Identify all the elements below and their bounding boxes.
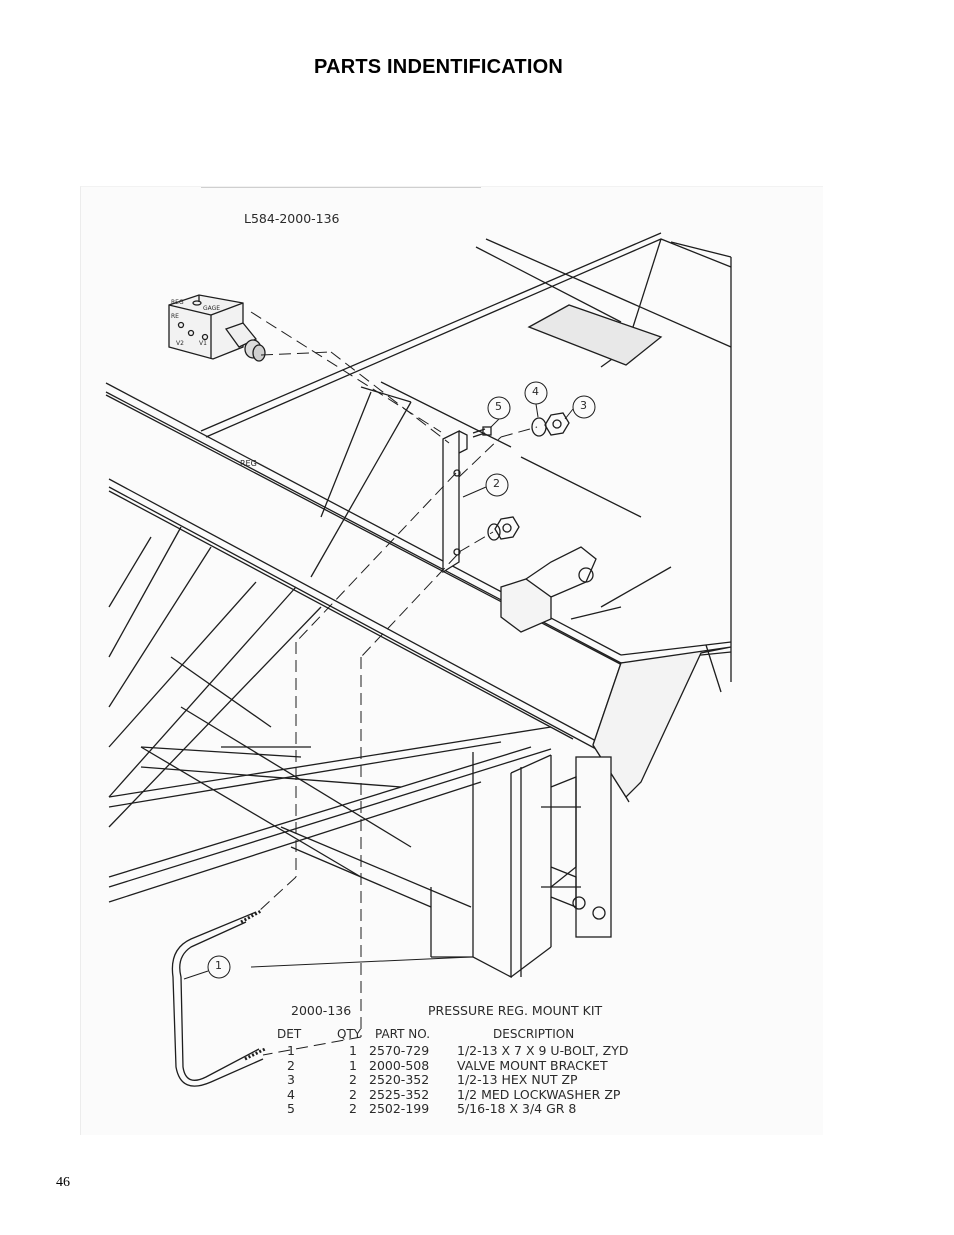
cell-qty: 2 xyxy=(349,1072,357,1087)
balloon-label-2: 2 xyxy=(493,477,500,490)
header-description: DESCRIPTION xyxy=(493,1027,575,1041)
table-row: 3 2 2520-352 1/2-13 HEX NUT ZP xyxy=(277,1072,629,1088)
valve-label-gage: GAGE xyxy=(203,305,221,312)
cell-qty: 2 xyxy=(349,1101,357,1116)
lockwasher-nut-lower xyxy=(487,516,520,541)
valve-label-reg: REG xyxy=(240,459,257,468)
cell-description: 1/2 MED LOCKWASHER ZP xyxy=(457,1086,621,1102)
table-row: 5 2 2502-199 5/16-18 X 3/4 GR 8 xyxy=(277,1101,629,1117)
page-title: PARTS INDENTIFICATION xyxy=(314,56,564,78)
u-bolt xyxy=(171,909,266,1087)
cell-part-no: 2520-352 xyxy=(369,1072,430,1087)
balloon-label-4: 4 xyxy=(532,385,539,398)
cell-det: 2 xyxy=(287,1057,295,1073)
pivot-bracket xyxy=(500,546,672,633)
lockwasher-nut-upper xyxy=(531,412,570,437)
cell-det: 4 xyxy=(287,1086,295,1102)
cell-det: 5 xyxy=(287,1101,295,1116)
table-row: 4 2 2525-352 1/2 MED LOCKWASHER ZP xyxy=(277,1086,629,1103)
cell-qty: 1 xyxy=(349,1057,357,1073)
valve-label-re: RE xyxy=(171,313,179,320)
cell-description: 1/2-13 X 7 X 9 U-BOLT, ZYD xyxy=(457,1043,629,1058)
valve-label-v1: V1 xyxy=(199,340,207,347)
balloon-label-1: 1 xyxy=(215,959,222,972)
kit-number: 2000-136 xyxy=(291,1003,352,1018)
cell-qty: 1 xyxy=(349,1043,357,1058)
cell-part-no: 2502-199 xyxy=(369,1101,430,1116)
header-qty: QTY xyxy=(337,1027,362,1041)
cell-description: 5/16-18 X 3/4 GR 8 xyxy=(457,1101,577,1116)
support-post xyxy=(250,752,612,979)
cell-part-no: 2525-352 xyxy=(369,1086,430,1102)
parts-list-header-row: DET QTY PART NO. DESCRIPTION xyxy=(277,1027,629,1044)
balloon-label-5: 5 xyxy=(495,400,502,413)
cell-det: 3 xyxy=(287,1072,295,1087)
valve-label-reg-tag: REG xyxy=(171,299,184,306)
frame-assembly-illustration xyxy=(105,187,732,1087)
balloon-label-3: 3 xyxy=(580,399,587,412)
cell-det: 1 xyxy=(287,1043,295,1058)
cell-part-no: 2000-508 xyxy=(369,1057,430,1073)
pressure-regulator-valve xyxy=(168,294,266,362)
valve-mount-bracket xyxy=(442,429,468,574)
bolt xyxy=(472,426,492,438)
exploded-parts-drawing: REG L584-2000-136 REG GAGE RE V2 V1 5 4 … xyxy=(80,186,823,1135)
assembly-center-lines xyxy=(250,311,538,1056)
cell-description: 1/2-13 HEX NUT ZP xyxy=(457,1072,578,1087)
valve-label-v2: V2 xyxy=(176,340,184,347)
cell-qty: 2 xyxy=(349,1086,357,1102)
page-number: 46 xyxy=(56,1175,70,1190)
main-beam xyxy=(105,382,732,803)
lower-beams xyxy=(108,386,552,903)
parts-list-table: DET QTY PART NO. DESCRIPTION 1 1 2570-72… xyxy=(277,1027,629,1117)
callout-balloons xyxy=(183,381,596,980)
header-det: DET xyxy=(277,1027,302,1041)
drawing-number: L584-2000-136 xyxy=(244,211,340,226)
kit-name: PRESSURE REG. MOUNT KIT xyxy=(428,1003,603,1018)
hopper-frame xyxy=(200,232,732,682)
cell-part-no: 2570-729 xyxy=(369,1043,430,1058)
cell-description: VALVE MOUNT BRACKET xyxy=(457,1057,608,1073)
table-row: 1 1 2570-729 1/2-13 X 7 X 9 U-BOLT, ZYD xyxy=(277,1043,629,1059)
header-part-no: PART NO. xyxy=(375,1027,431,1041)
table-row: 2 1 2000-508 VALVE MOUNT BRACKET xyxy=(277,1057,629,1074)
